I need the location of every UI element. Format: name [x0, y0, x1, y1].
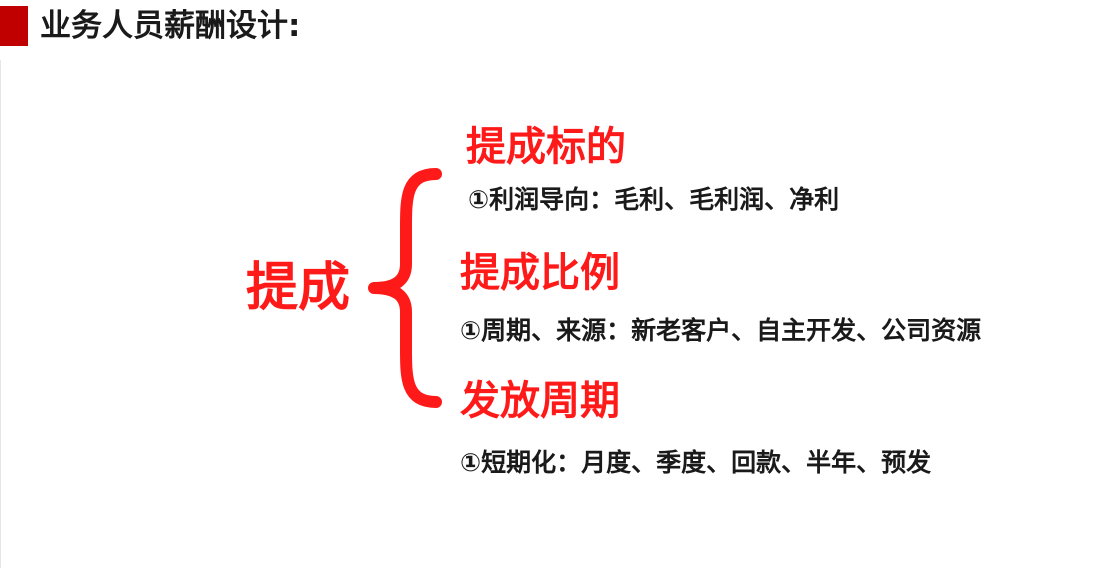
detail-commission-rate: ①周期、来源：新老客户、自主开发、公司资源 — [460, 316, 982, 345]
page-title: 业务人员薪酬设计: — [40, 8, 301, 44]
detail-commission-basis: ①利润导向：毛利、毛利润、净利 — [468, 185, 840, 214]
left-divider — [0, 60, 1, 568]
detail-payout-cycle: ①短期化：月度、季度、回款、半年、预发 — [460, 448, 932, 477]
curly-brace-icon — [368, 168, 442, 408]
heading-commission-rate: 提成比例 — [460, 250, 620, 296]
heading-commission-basis: 提成标的 — [466, 124, 626, 170]
main-term: 提成 — [246, 258, 351, 318]
title-marker — [0, 6, 28, 46]
heading-payout-cycle: 发放周期 — [460, 378, 620, 424]
